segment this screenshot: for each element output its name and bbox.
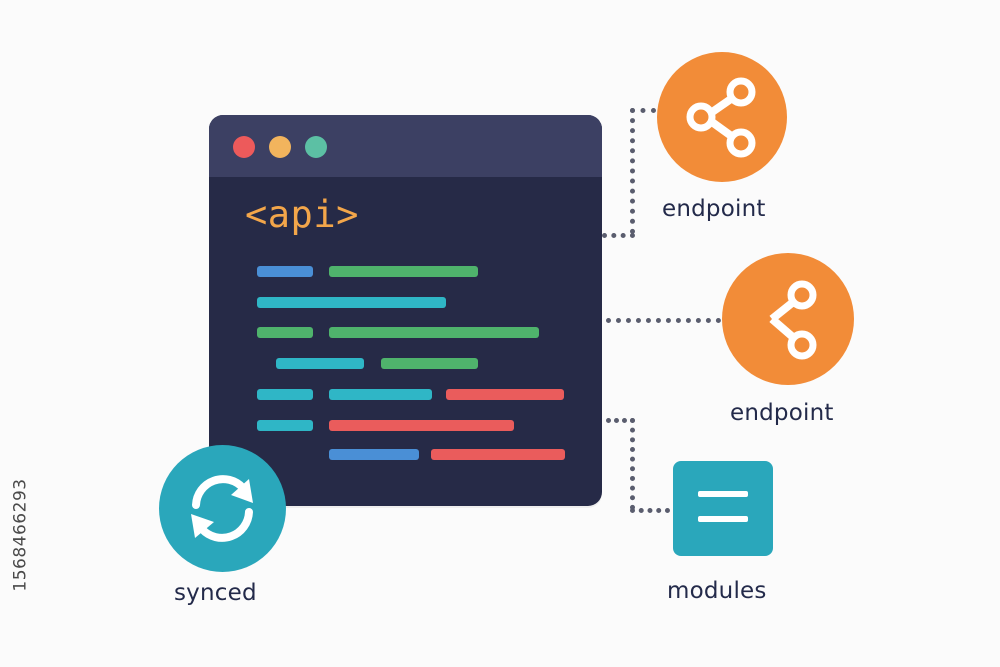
code-line — [446, 389, 564, 400]
menu-icon — [698, 491, 748, 522]
stock-id-watermark: 1568466293 — [8, 420, 34, 650]
code-line — [431, 449, 565, 460]
code-line — [329, 266, 478, 277]
connector-top-horizontal — [602, 233, 635, 238]
code-line — [257, 266, 313, 277]
endpoint-middle-node — [722, 253, 854, 385]
code-line — [381, 358, 478, 369]
code-line — [257, 420, 313, 431]
minimize-dot — [269, 136, 291, 158]
code-line — [257, 389, 313, 400]
code-line — [329, 327, 539, 338]
synced-label: synced — [174, 580, 257, 606]
connector-middle — [606, 318, 721, 323]
synced-node — [159, 445, 286, 572]
code-tag: <api> — [245, 193, 359, 236]
share-icon — [769, 280, 817, 360]
code-line — [329, 389, 432, 400]
endpoint-top-node — [657, 52, 787, 182]
code-line — [329, 420, 514, 431]
endpoint-top-label: endpoint — [662, 196, 766, 222]
connector-bottom-vertical — [630, 418, 635, 510]
connector-bottom-horizontal — [630, 508, 670, 513]
code-line — [276, 358, 364, 369]
code-line — [257, 297, 446, 308]
connector-bottom-stub — [606, 418, 635, 423]
share-icon — [686, 77, 756, 158]
close-dot — [233, 136, 255, 158]
modules-node — [673, 461, 773, 556]
code-line — [257, 327, 313, 338]
maximize-dot — [305, 136, 327, 158]
sync-icon — [191, 475, 253, 542]
code-line — [329, 449, 419, 460]
code-window — [209, 115, 602, 506]
stock-id-text: 1568466293 — [11, 478, 32, 592]
connector-top-vertical — [630, 108, 635, 234]
window-titlebar — [209, 115, 602, 177]
endpoint-middle-label: endpoint — [730, 400, 834, 426]
connector-top-branch — [630, 108, 656, 113]
modules-label: modules — [667, 578, 767, 604]
